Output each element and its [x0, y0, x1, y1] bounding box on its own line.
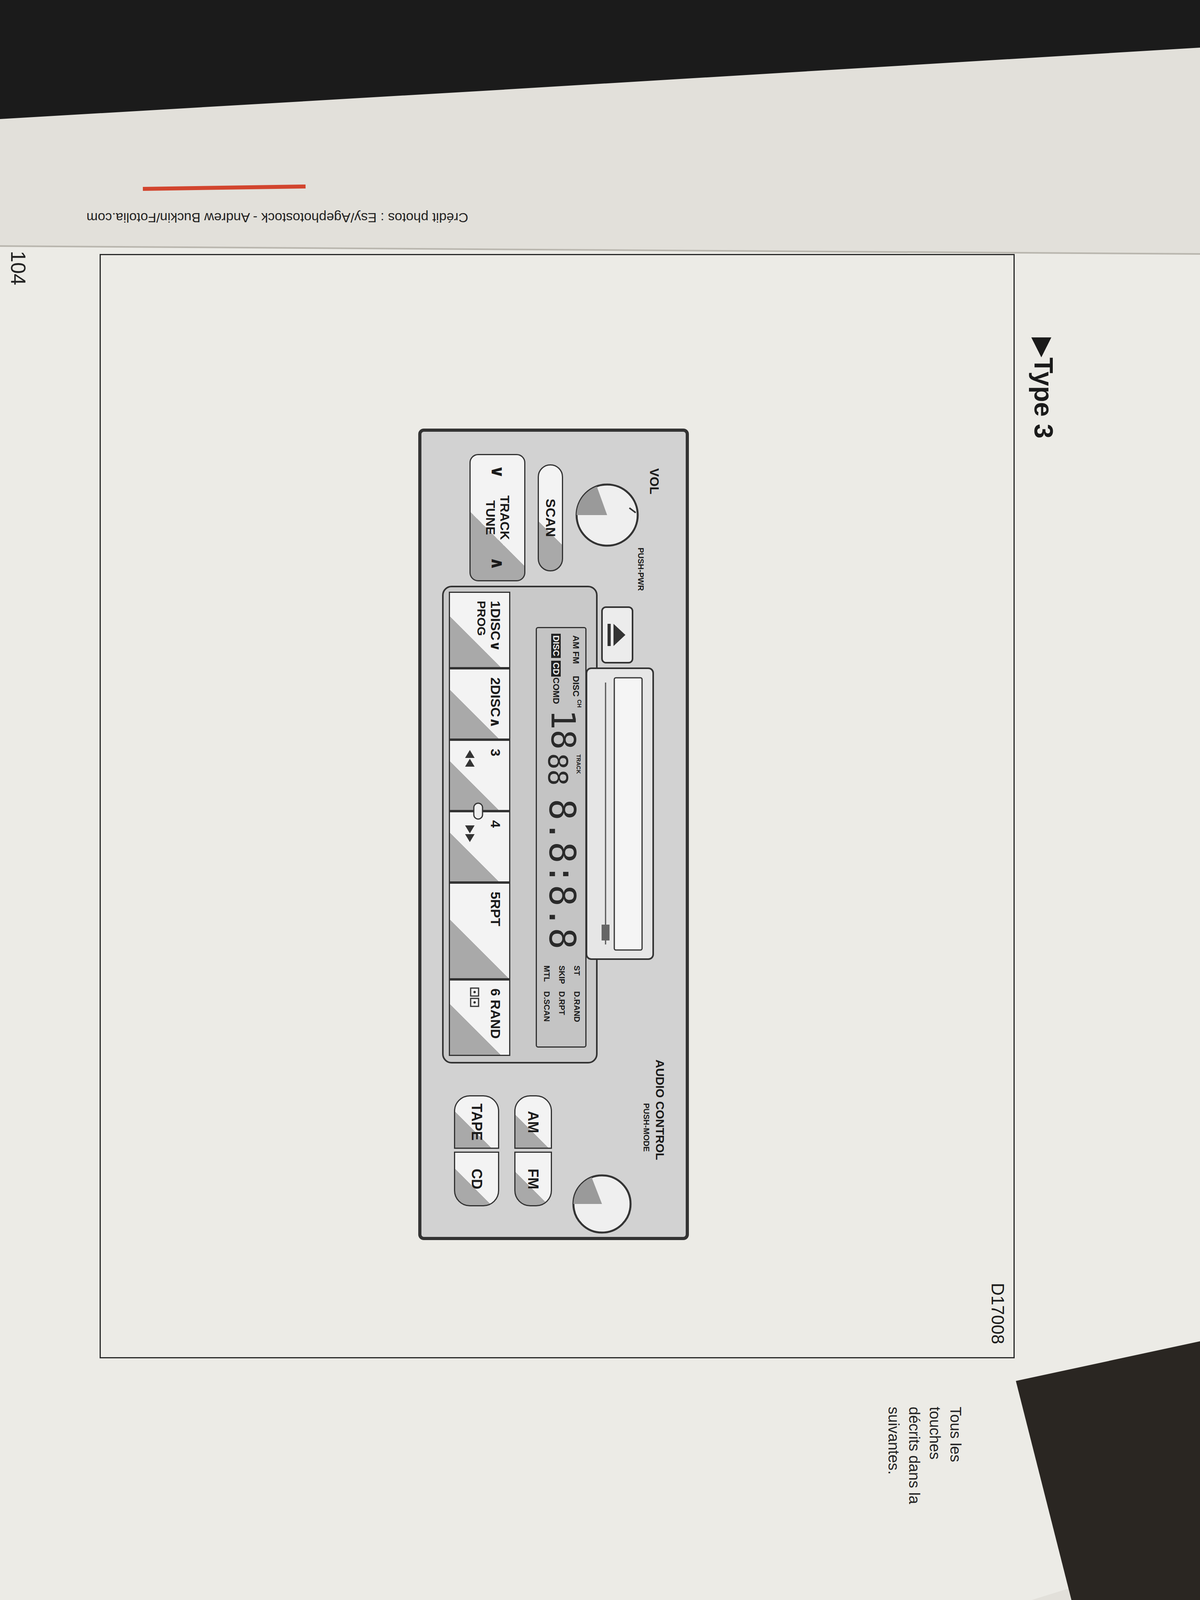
drawing-shape: [601, 924, 610, 941]
label-text: TRACK: [575, 754, 582, 774]
label-text: AUDIO CONTROL: [653, 1059, 667, 1160]
button-label: ∧: [487, 556, 507, 571]
drawing-shape: [573, 1175, 631, 1233]
button-label: CD: [468, 1168, 485, 1190]
label-text: MTL: [542, 965, 552, 982]
label-text: DISC: [551, 633, 561, 658]
drawing-shape: [0, 246, 1200, 1600]
label-text: PUSH-MODE: [642, 1103, 651, 1152]
drawing-shape: [142, 186, 306, 189]
drawing-shape: [442, 586, 597, 1063]
button-label: TRACK TUNE: [483, 490, 512, 546]
drawing-shape: [1015, 1341, 1200, 1600]
facing-page-text: touches: [926, 1406, 943, 1460]
button-label: 2DISC∧: [488, 677, 503, 729]
cd-button: CD: [453, 1151, 500, 1207]
drawing-shape: [629, 507, 636, 513]
label-text: CH: [576, 699, 583, 708]
button-label: 5RPT: [488, 891, 503, 927]
button-label: FM: [525, 1168, 542, 1190]
button-label: PROG: [475, 600, 489, 636]
facing-page-text: décrits dans la: [905, 1406, 923, 1504]
label-text: AM FM: [571, 635, 581, 664]
figure-frame: ▶Type 3D17008VOLPUSH-PWRAUDIO CONTROLPUS…: [100, 255, 1014, 1358]
facing-page-text: suivantes.: [884, 1406, 902, 1475]
drawing-shape: [0, 47, 1200, 1600]
radio-unit: VOL PUSH-PWR AUDIO CONTROLPUSH-MODE SCAN ∨ TR…: [418, 428, 689, 1241]
fm-button: FM: [514, 1151, 552, 1207]
drawing-shape: [576, 484, 638, 546]
button-label: AM: [525, 1111, 542, 1134]
label-text: D.SCAN: [542, 991, 552, 1022]
label-text: D.RPT: [557, 991, 567, 1016]
label-text: ▶Type 3: [1028, 337, 1058, 439]
label-text: COMD: [551, 677, 561, 704]
preset-button: 4: [448, 811, 511, 883]
preset-button: 6 RAND: [448, 979, 511, 1056]
drawing-shape: [0, 246, 1200, 254]
button-label: ∨: [487, 464, 507, 479]
button-label: 6 RAND: [488, 988, 503, 1039]
drawing-shape: [419, 430, 688, 1239]
label-text: 18: [546, 709, 580, 750]
button-label: 3: [488, 748, 503, 757]
button-label: 1DISC∨: [488, 600, 503, 652]
page-number: 104: [6, 250, 30, 286]
label-text: ST: [572, 965, 582, 976]
drawing-shape: [614, 677, 643, 950]
label-text: 8.8:8.8: [544, 798, 580, 950]
drawing-shape: [586, 668, 654, 960]
label-text: DISC: [571, 675, 581, 697]
track-tune-button: ∨ TRACK TUNE ∧: [469, 453, 526, 582]
label-text: D17008: [988, 1282, 1008, 1345]
preset-button: 5RPT: [448, 882, 511, 980]
tape-button: TAPE: [453, 1095, 500, 1149]
facing-page-text: Tous les: [946, 1406, 964, 1462]
photo-credit: Crédit photos : Esy/Agephotostock - Andr…: [86, 210, 469, 225]
label-text: VOL: [647, 468, 662, 495]
label-text: CD: [551, 660, 561, 677]
display-panel: AM FM DISC CH DISC CDCOMD 18TRACK88 8.8:8.8ST D…: [535, 626, 587, 1048]
drawing-shape: [605, 682, 607, 945]
preset-button: 3: [448, 739, 511, 812]
scan-button: SCAN: [537, 464, 564, 572]
button-label: SCAN: [542, 498, 558, 537]
label-text: PUSH-PWR: [636, 547, 646, 591]
button-label: 4: [488, 820, 503, 828]
drawing-shape: [607, 623, 611, 647]
preset-button: 2DISC∧: [448, 668, 511, 740]
drawing-shape: [573, 1177, 602, 1204]
am-button: AM: [514, 1095, 552, 1149]
drawing-shape: [601, 607, 633, 663]
label-text: D.RAND: [572, 991, 582, 1023]
label-text: 88: [544, 753, 572, 786]
drawing-shape: [576, 486, 608, 516]
label-text: SKIP: [557, 965, 567, 985]
preset-button: 1DISC∨PROG: [448, 591, 511, 669]
drawing-shape: [613, 623, 626, 647]
button-label: TAPE: [468, 1103, 485, 1141]
